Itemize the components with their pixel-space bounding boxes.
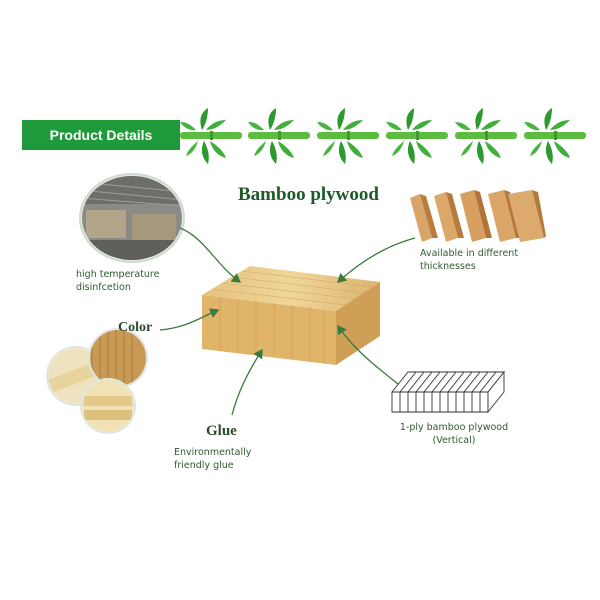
- arrow-disinfection: [179, 227, 242, 283]
- page-title: Bamboo plywood: [238, 184, 379, 205]
- product-details-banner: [22, 120, 180, 150]
- color-samples-photo: [46, 328, 148, 434]
- factory-photo: [79, 173, 185, 263]
- disinfection-description: high temperature disinfcetion: [76, 268, 186, 294]
- ply-diagram: [391, 370, 505, 414]
- thickness-boards-photo: [410, 190, 546, 242]
- arrow-ply: [337, 324, 399, 385]
- color-label: Color: [118, 320, 153, 335]
- bamboo-block-image: [202, 266, 380, 365]
- disinfection-text: high temperature disinfcetion: [76, 269, 160, 293]
- thickness-description: Available in different thicknesses: [420, 248, 519, 272]
- glue-label: Glue: [206, 423, 237, 439]
- ply-description: 1-ply bamboo plywood (Vertical): [399, 422, 509, 446]
- arrow-glue: [231, 348, 263, 416]
- glue-description: Environmentally friendly glue: [174, 447, 252, 471]
- arrow-thickness: [337, 237, 416, 283]
- arrow-color: [159, 308, 220, 331]
- product-details-label: Product Details: [49, 127, 153, 143]
